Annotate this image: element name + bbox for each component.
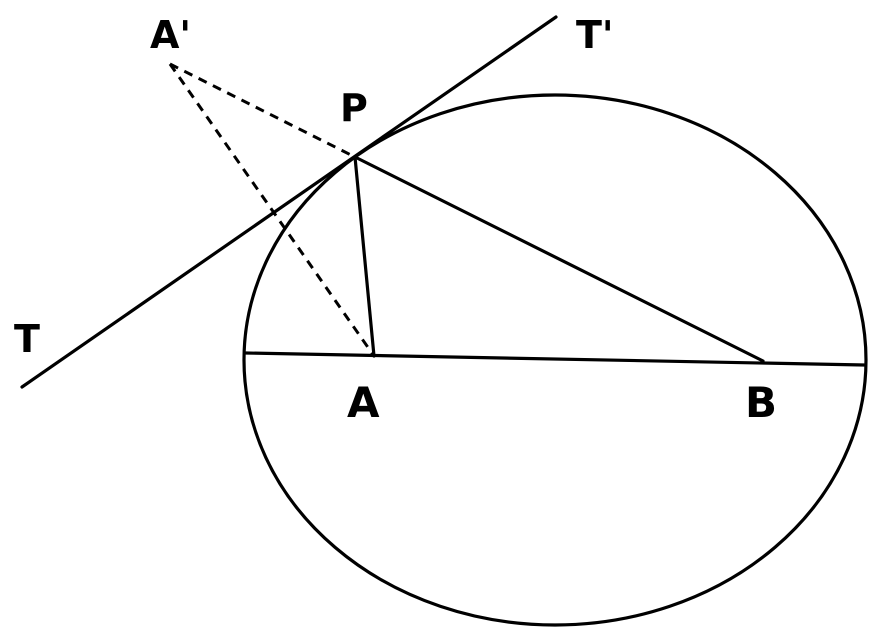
label-A: A [347, 378, 380, 427]
label-B: B [745, 378, 777, 427]
dashed-segment-Aprime-P [169, 62, 356, 159]
axis-line [244, 351, 866, 367]
ellipse [242, 93, 868, 627]
segment-PB [353, 155, 765, 363]
label-T-prime: T' [576, 13, 614, 57]
dashed-segment-Aprime-A [168, 63, 376, 357]
label-T: T [14, 317, 40, 361]
tangent-line [20, 15, 558, 389]
label-P: P [340, 86, 368, 130]
label-A-prime: A' [150, 13, 191, 57]
segment-PA [353, 155, 376, 358]
